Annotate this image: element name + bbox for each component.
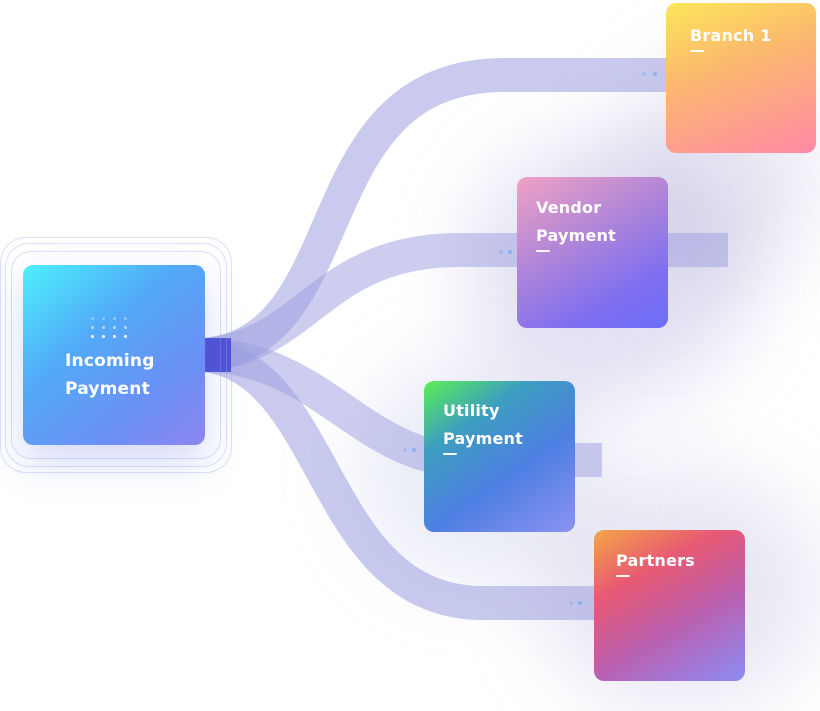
flow-dot (508, 250, 512, 254)
flow-origin (205, 338, 231, 372)
dash-marker (690, 50, 704, 52)
flow-dot (403, 448, 407, 452)
source-ring (5, 243, 227, 467)
flow-dot (569, 601, 573, 605)
branch-1-label: Branch 1 (690, 26, 772, 45)
utility-payment-label-line: Utility (443, 401, 500, 420)
incoming-payment-label: Incoming Payment (65, 347, 155, 403)
incoming-payment-node: Incoming Payment (23, 265, 205, 445)
source-ring (11, 251, 221, 459)
incoming-payment-label-line: Incoming (65, 351, 155, 371)
flow-dot (578, 601, 582, 605)
flow-dot (412, 448, 416, 452)
utility-payment-node: Utility Payment (424, 381, 575, 532)
dash-marker (616, 575, 630, 577)
partners-label: Partners (616, 551, 695, 570)
dash-marker (443, 453, 457, 455)
vendor-payment-label-line: Vendor (536, 198, 602, 217)
flow-dot (653, 72, 657, 76)
flow-dot (642, 72, 646, 76)
source-ring (0, 237, 232, 473)
flow-dot (499, 250, 503, 254)
branch-1-node: Branch 1 (666, 3, 816, 153)
flow-to-partners (201, 338, 660, 620)
partners-node: Partners (594, 530, 745, 681)
incoming-payment-label-line: Payment (65, 379, 150, 399)
dots-icon (91, 317, 131, 341)
vendor-payment-label-line: Payment (536, 226, 616, 245)
dash-marker (536, 250, 550, 252)
utility-payment-label-line: Payment (443, 429, 523, 448)
vendor-payment-node: Vendor Payment (517, 177, 668, 328)
